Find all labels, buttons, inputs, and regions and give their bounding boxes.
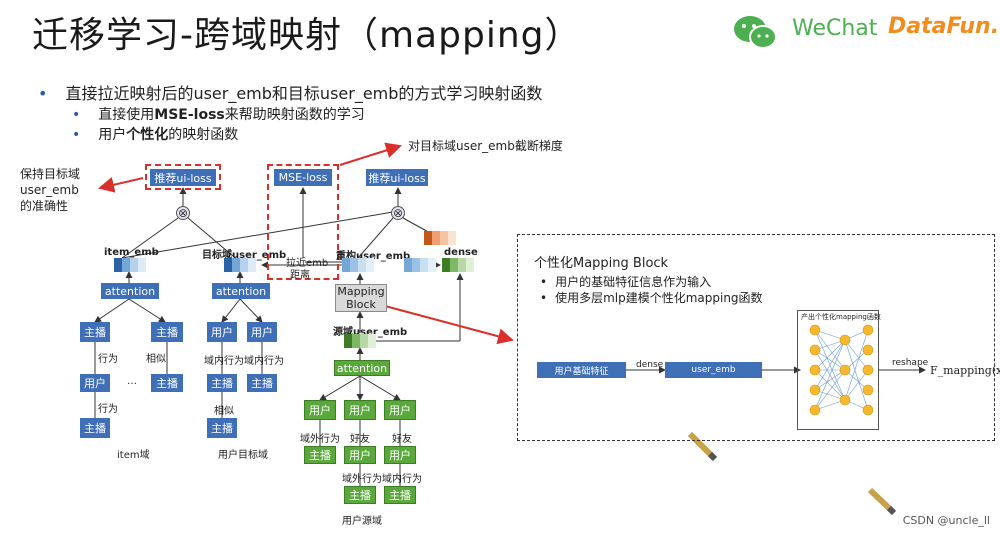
source-user-3: 用户: [384, 400, 416, 420]
mapping-block-panel: [517, 234, 995, 441]
source-out-behavior-1: 域外行为: [300, 434, 340, 445]
right-ui-loss: 推荐ui-loss: [366, 169, 428, 186]
source-user-5: 用户: [384, 446, 416, 464]
top-note: 对目标域user_emb截断梯度: [408, 139, 563, 153]
target-user-emb-label: 目标域user_emb: [202, 250, 287, 261]
target-user-1: 用户: [207, 322, 237, 342]
block-item-1: •用户的基础特征信息作为输入: [540, 275, 712, 289]
target-user-2: 用户: [247, 322, 277, 342]
left-ui-loss: 推荐ui-loss: [150, 169, 216, 186]
target-anchor-3: 主播: [207, 418, 237, 438]
item-anchor-2: 主播: [151, 322, 183, 342]
target-user-emb-vector: [224, 258, 256, 272]
target-anchor-2: 主播: [247, 374, 277, 392]
rebuild-user-emb-vector: [342, 258, 374, 272]
block-title: 个性化Mapping Block: [534, 256, 669, 271]
dense-vector: [442, 258, 474, 272]
source-attention: attention: [334, 360, 390, 376]
target-anchor-1: 主播: [207, 374, 237, 392]
source-out-behavior-2: 域外行为: [342, 474, 382, 485]
source-user-2: 用户: [344, 400, 376, 420]
bullet-main: •直接拉近映射后的user_emb和目标user_emb的方式学习映射函数: [38, 84, 543, 103]
dense-label: dense: [444, 247, 478, 258]
source-user-emb-label: 源域user_emb: [333, 327, 408, 338]
bullet-sub-1: •直接使用MSE-loss来帮助映射函数的学习: [72, 107, 365, 123]
page-title: 迁移学习-跨域映射（mapping）: [32, 15, 582, 56]
mlp-frame: [797, 310, 879, 430]
target-similar: 相似: [214, 406, 234, 417]
item-user: 用户: [80, 374, 110, 392]
mapping-formula: F_mapping(x): [930, 364, 1000, 377]
mse-loss-highlight: [267, 164, 339, 280]
user-source-caption: 用户源域: [342, 516, 382, 527]
block-user-emb: user_emb: [665, 362, 762, 378]
item-attention: attention: [101, 283, 159, 299]
mlp-caption: 产出个性化mapping函数: [801, 313, 881, 321]
pull-label-2: 距离: [290, 270, 310, 281]
block-dense-label: dense: [636, 360, 664, 370]
item-anchor-4: 主播: [80, 418, 110, 438]
orange-vector: [424, 231, 456, 245]
item-behavior-2: 行为: [98, 404, 118, 415]
item-domain-caption: item域: [117, 450, 150, 461]
source-friend-2: 好友: [392, 434, 412, 445]
source-anchor-2: 主播: [344, 486, 376, 504]
left-loss-highlight: [145, 164, 221, 190]
item-anchor-1: 主播: [80, 322, 110, 342]
watermark: CSDN @uncle_ll: [902, 514, 990, 527]
item-similar: 相似: [146, 354, 166, 365]
left-cross-product-icon: ⊗: [176, 206, 190, 220]
wechat-logo-icon: [734, 16, 777, 49]
source-user-1: 用户: [304, 400, 336, 420]
bullet-sub-2: •用户个性化的映射函数: [72, 127, 239, 143]
source-anchor-1: 主播: [304, 446, 336, 464]
reshape-label: reshape: [892, 358, 929, 368]
right-cross-product-icon: ⊗: [391, 206, 405, 220]
target-attention: attention: [212, 283, 270, 299]
rebuild-user-emb-vector-2: [404, 258, 436, 272]
source-friend-1: 好友: [350, 434, 370, 445]
mse-loss: MSE-loss: [274, 169, 332, 186]
item-behavior-1: 行为: [98, 354, 118, 365]
left-note: 保持目标域 user_emb 的准确性: [20, 167, 81, 213]
item-ellipsis: …: [127, 376, 137, 387]
item-emb-label: item_emb: [104, 247, 159, 258]
block-input-features: 用户基础特征: [537, 362, 626, 378]
rebuild-user-emb-label: 重构user_emb: [336, 251, 411, 262]
user-target-caption: 用户目标域: [218, 450, 268, 461]
block-item-2: •使用多层mlp建模个性化mapping函数: [540, 291, 763, 305]
source-in-behavior: 域内行为: [382, 474, 422, 485]
item-anchor-3: 主播: [151, 374, 183, 392]
source-user-4: 用户: [344, 446, 376, 464]
source-user-emb-vector: [344, 334, 376, 348]
target-in-behavior-2: 域内行为: [244, 356, 284, 367]
item-emb-vector: [114, 258, 146, 272]
pull-label-1: 拉近emb: [286, 258, 329, 269]
datafun-logo-text: DataFun.: [888, 14, 1000, 39]
wechat-logo-text: WeChat: [792, 16, 878, 41]
target-in-behavior-1: 域内行为: [204, 356, 244, 367]
source-anchor-3: 主播: [384, 486, 416, 504]
pencil-icon: [687, 431, 718, 462]
